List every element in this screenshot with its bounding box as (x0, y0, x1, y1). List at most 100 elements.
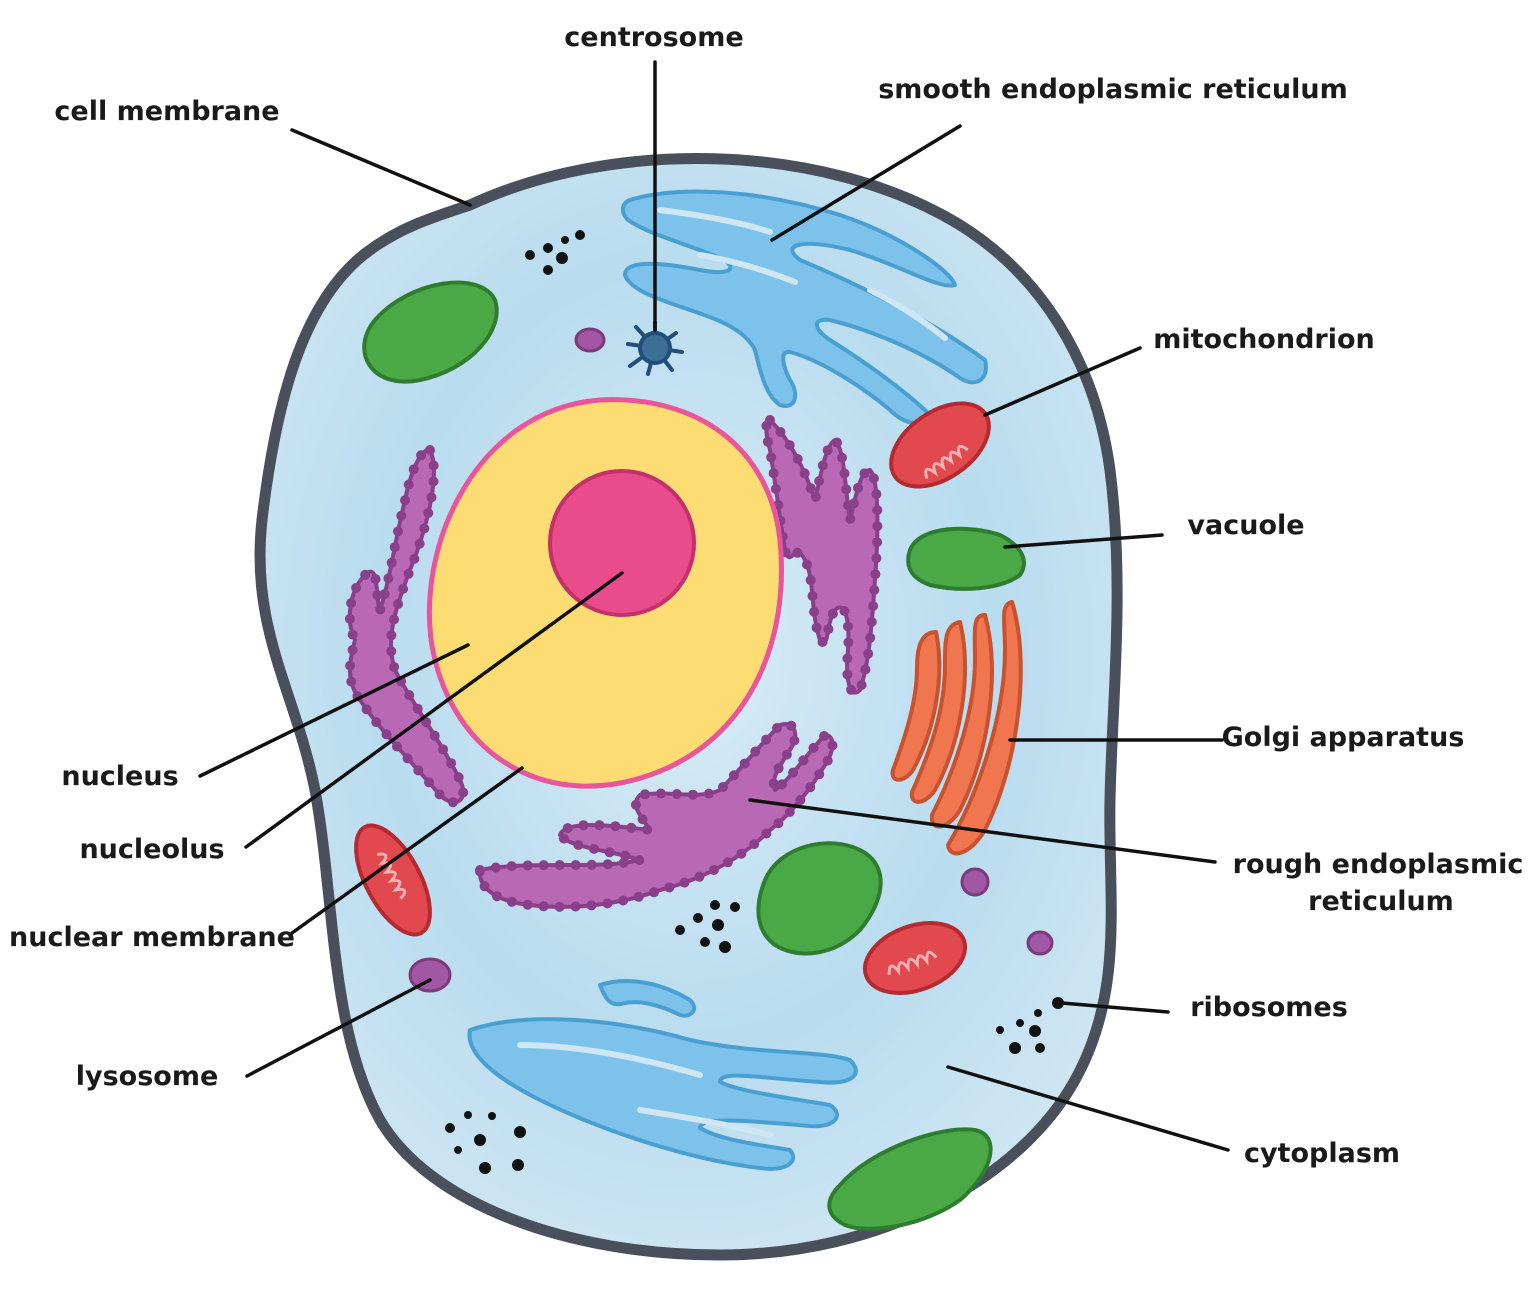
rough-er-stud (823, 624, 834, 635)
rough-er-stud (398, 583, 409, 594)
rough-er-stud (522, 860, 533, 871)
rough-er-stud (538, 901, 549, 912)
rough-er-stud (842, 669, 853, 680)
rough-er-stud (346, 676, 357, 687)
rough-er-stud (522, 899, 533, 910)
rough-er-stud (424, 777, 434, 788)
rough-er-stud (822, 755, 833, 766)
rough-er-stud (775, 427, 786, 437)
rough-er-stud (404, 690, 415, 701)
rough-er-stud (687, 789, 698, 800)
rough-er-stud (805, 483, 816, 494)
rough-er-stud (400, 495, 410, 506)
rough-er-stud (396, 510, 407, 521)
rough-er-stud (819, 731, 830, 741)
rough-er-stud (871, 553, 882, 564)
rough-er-stud (749, 839, 760, 850)
rough-er-stud (538, 860, 549, 871)
vacuole-top-left (362, 280, 499, 384)
rough-er-stud (347, 629, 358, 640)
rough-er-stud (371, 717, 382, 728)
rough-er-stud (848, 498, 859, 509)
rough-er-stud (372, 590, 383, 600)
rough-er-stud (871, 489, 882, 500)
rough-er-stud (694, 871, 705, 882)
rough-er-stud (822, 445, 833, 456)
rough-er-stud (438, 744, 449, 755)
label-cytoplasm: cytoplasm (1244, 1138, 1400, 1169)
rough-er-stud (610, 821, 621, 832)
rough-er-stud (784, 807, 795, 817)
rough-er-stud (856, 680, 867, 690)
rough-er-stud (805, 782, 816, 793)
rough-er-stud (586, 859, 597, 870)
rough-er-stud (788, 767, 799, 778)
rough-er-stud (766, 452, 777, 463)
label-nuclear-membrane: nuclear membrane (9, 922, 295, 953)
rough-er-stud (554, 860, 565, 870)
leader-nucleolus (244, 571, 624, 849)
label-mitochondrion: mitochondrion (1153, 324, 1375, 355)
leader-vacuole (1003, 533, 1164, 549)
rough-er-stud (434, 789, 445, 800)
rough-er-stud (863, 648, 874, 659)
rough-er-stud (426, 492, 437, 503)
rough-er-stud (570, 901, 581, 912)
mitochondrion-lower-right (862, 921, 968, 995)
ribosomes-right (996, 997, 1064, 1054)
rough-er-stud (792, 454, 803, 464)
rough-er-stud (604, 847, 615, 858)
rough-er-stud (655, 788, 666, 799)
rough-er-stud (640, 789, 650, 800)
ribosomes-middle (675, 900, 740, 953)
ribosomes-top (525, 230, 585, 275)
rough-er-stud (361, 704, 372, 715)
leader-cytoplasm (946, 1065, 1230, 1152)
rough-er-stud (458, 787, 469, 798)
rough-er-stud (671, 789, 682, 799)
rough-er-stud (474, 866, 485, 877)
rough-er-stud (868, 473, 879, 484)
rough-er-stud (416, 450, 427, 461)
rough-er-stud (781, 749, 792, 760)
rough-er-stud (777, 779, 788, 790)
rough-er-stud (642, 824, 653, 835)
rough-er-stud (403, 479, 414, 490)
rough-er-stud (798, 755, 809, 766)
nucleolus (548, 469, 696, 617)
rough-er-stud (839, 468, 850, 479)
rough-er-stud (558, 833, 569, 844)
rough-er-stud (718, 782, 728, 792)
rough-er-stud (817, 637, 828, 647)
rough-er-stud (389, 662, 400, 672)
rough-er-stud (649, 887, 659, 898)
rough-er-stud (506, 896, 517, 907)
rough-er-stud (392, 741, 402, 752)
rough-er-stud (839, 606, 850, 616)
rough-er-stud (618, 895, 629, 906)
smooth-er-bottom (467, 978, 858, 1171)
rough-er-stud (351, 582, 362, 593)
rough-er-stud (389, 614, 399, 625)
label-rough-er-line1: rough endoplasmic (1233, 849, 1524, 880)
lysosome (408, 957, 452, 993)
rough-er-stud (859, 468, 870, 479)
rough-er-stud (421, 717, 432, 728)
rough-er-stud (409, 553, 420, 564)
rough-er-stud (594, 820, 605, 831)
rough-er-stud (842, 653, 853, 664)
rough-er-stud (386, 646, 397, 657)
label-golgi: Golgi apparatus (1222, 722, 1465, 753)
rough-er-stud (762, 436, 773, 447)
rough-er-stud (768, 468, 779, 479)
rough-er-stud (345, 660, 356, 671)
rough-er-stud (492, 891, 502, 902)
rough-er-stud (453, 772, 464, 783)
rough-er-stud (375, 604, 386, 615)
rough-er-stud (360, 569, 371, 580)
rough-er-stud (379, 589, 390, 599)
rough-er-stud (846, 684, 857, 695)
rough-er-stud (722, 857, 733, 868)
rough-er-stud (802, 559, 812, 570)
